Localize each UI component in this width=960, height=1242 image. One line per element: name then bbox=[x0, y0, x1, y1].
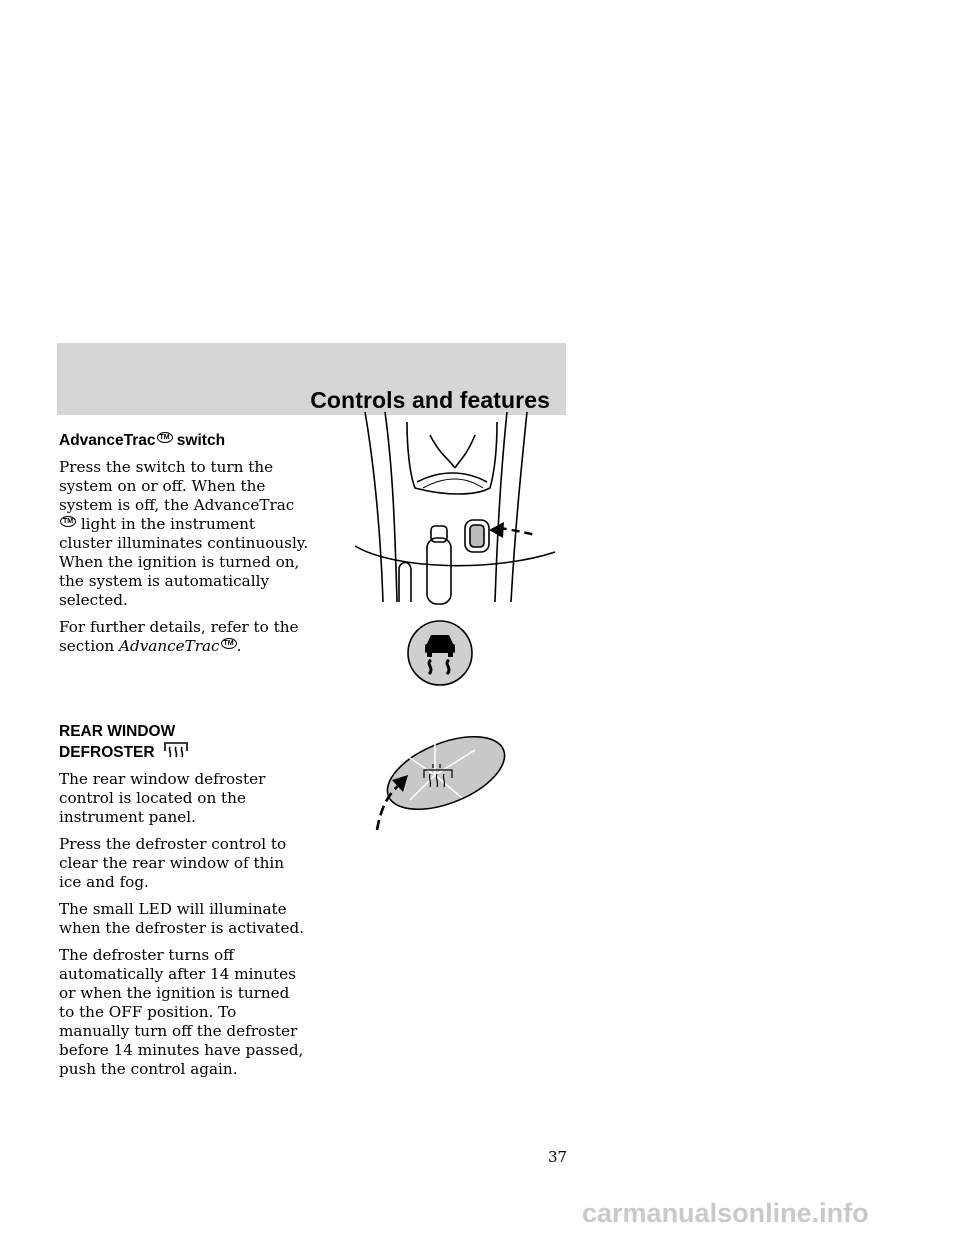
defroster-paragraph: Press the defroster control to clear the… bbox=[59, 835, 287, 891]
defroster-button-illustration bbox=[375, 722, 506, 831]
defroster-heading: REAR WINDOW DEFROSTER bbox=[59, 723, 309, 762]
advancetrac-heading-prefix: AdvanceTrac bbox=[59, 432, 156, 449]
section-header-band: Controls and features bbox=[57, 343, 566, 415]
defroster-paragraph: The rear window defroster control is loc… bbox=[59, 770, 266, 826]
trademark-mark: TM bbox=[156, 432, 173, 443]
page-number: 37 bbox=[548, 1148, 568, 1166]
section-title: Controls and features bbox=[310, 387, 550, 413]
advancetrac-paragraph-2: For further details, refer to the sectio… bbox=[59, 618, 299, 655]
advancetrac-heading-suffix: switch bbox=[172, 432, 226, 449]
defroster-paragraph: The small LED will illuminate when the d… bbox=[59, 900, 305, 937]
trademark-mark: TM bbox=[60, 516, 76, 527]
console-switch-illustration bbox=[355, 411, 555, 605]
rear-defrost-icon bbox=[164, 742, 188, 758]
advancetrac-traction-icon bbox=[407, 620, 473, 686]
defroster-paragraph: The defroster turns off automatically af… bbox=[59, 946, 304, 1078]
advancetrac-paragraph-1: Press the switch to turn the system on o… bbox=[59, 458, 309, 609]
advancetrac-section-ref: AdvanceTrac bbox=[119, 637, 220, 655]
defroster-section: REAR WINDOW DEFROSTER The rear window de… bbox=[59, 723, 309, 1087]
watermark: carmanualsonline.info bbox=[582, 1198, 869, 1228]
trademark-mark: TM bbox=[220, 638, 237, 649]
